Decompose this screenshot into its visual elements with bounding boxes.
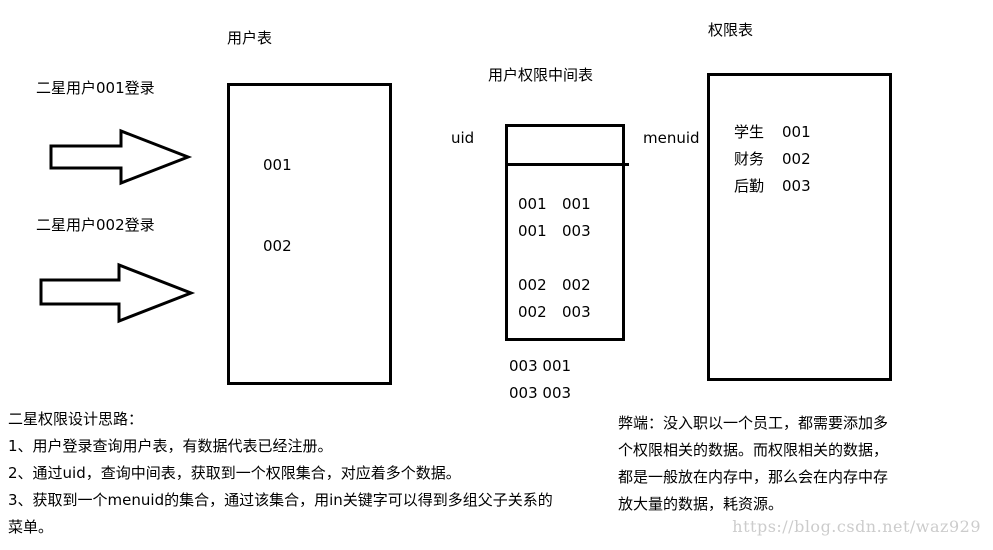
arrow-login-002 xyxy=(39,262,196,324)
watermark-text: https://blog.csdn.net/waz929 xyxy=(732,517,981,536)
perm-table-title: 权限表 xyxy=(708,21,754,39)
notes-left-line: 1、用户登录查询用户表，有数据代表已经注册。 xyxy=(8,437,333,455)
notes-left-line: 菜单。 xyxy=(8,518,54,536)
notes-left: 二星权限设计思路： 1、用户登录查询用户表，有数据代表已经注册。 2、通过uid… xyxy=(8,406,553,541)
perm-row: 学生 001 xyxy=(734,123,811,141)
mid-table-header-divider xyxy=(505,163,629,166)
arrow-login-001 xyxy=(49,128,193,186)
notes-right: 弊端：没入职以一个员工，都需要添加多 个权限相关的数据。而权限相关的数据， 都是… xyxy=(618,410,888,518)
notes-right-line: 弊端：没入职以一个员工，都需要添加多 xyxy=(618,414,889,432)
perm-name: 学生 xyxy=(734,123,765,141)
mid-outside-row: 003 003 xyxy=(509,384,572,402)
notes-right-line: 个权限相关的数据。而权限相关的数据， xyxy=(618,441,889,459)
menuid-label: menuid xyxy=(643,129,700,147)
mid-row-uid: 002 xyxy=(518,276,547,294)
mid-outside-row: 003 001 xyxy=(509,357,572,375)
mid-row-menuid: 003 xyxy=(562,303,591,321)
perm-id: 003 xyxy=(782,177,811,195)
user-id-002: 002 xyxy=(263,237,292,255)
notes-right-line: 都是一般放在内存中，那么会在内存中存 xyxy=(618,468,889,486)
perm-row: 财务 002 xyxy=(734,150,811,168)
login-label-user-002: 二星用户002登录 xyxy=(36,216,155,234)
mid-row-uid: 001 xyxy=(518,222,547,240)
notes-right-line: 放大量的数据，耗资源。 xyxy=(618,495,784,513)
user-table-title: 用户表 xyxy=(227,29,273,47)
perm-id: 001 xyxy=(782,123,811,141)
mid-row-menuid: 002 xyxy=(562,276,591,294)
perm-id: 002 xyxy=(782,150,811,168)
mid-row-uid: 001 xyxy=(518,195,547,213)
user-table-box xyxy=(227,83,392,385)
mid-row-menuid: 001 xyxy=(562,195,591,213)
mid-table-title: 用户权限中间表 xyxy=(488,66,594,84)
perm-name: 财务 xyxy=(734,150,765,168)
uid-label: uid xyxy=(451,129,475,147)
login-label-user-001: 二星用户001登录 xyxy=(36,79,155,97)
mid-row: 001 003 xyxy=(518,222,591,240)
mid-table-box xyxy=(505,124,625,341)
mid-row: 002 002 xyxy=(518,276,591,294)
perm-name: 后勤 xyxy=(734,177,765,195)
notes-left-line: 3、获取到一个menuid的集合，通过该集合，用in关键字可以得到多组父子关系的 xyxy=(8,491,553,509)
user-id-001: 001 xyxy=(263,156,292,174)
perm-table-box xyxy=(707,73,892,381)
notes-left-title: 二星权限设计思路： xyxy=(8,410,144,428)
mid-row: 001 001 xyxy=(518,195,591,213)
notes-left-line: 2、通过uid，查询中间表，获取到一个权限集合，对应着多个数据。 xyxy=(8,464,461,482)
mid-row-uid: 002 xyxy=(518,303,547,321)
mid-row-menuid: 003 xyxy=(562,222,591,240)
perm-row: 后勤 003 xyxy=(734,177,811,195)
mid-row: 002 003 xyxy=(518,303,591,321)
